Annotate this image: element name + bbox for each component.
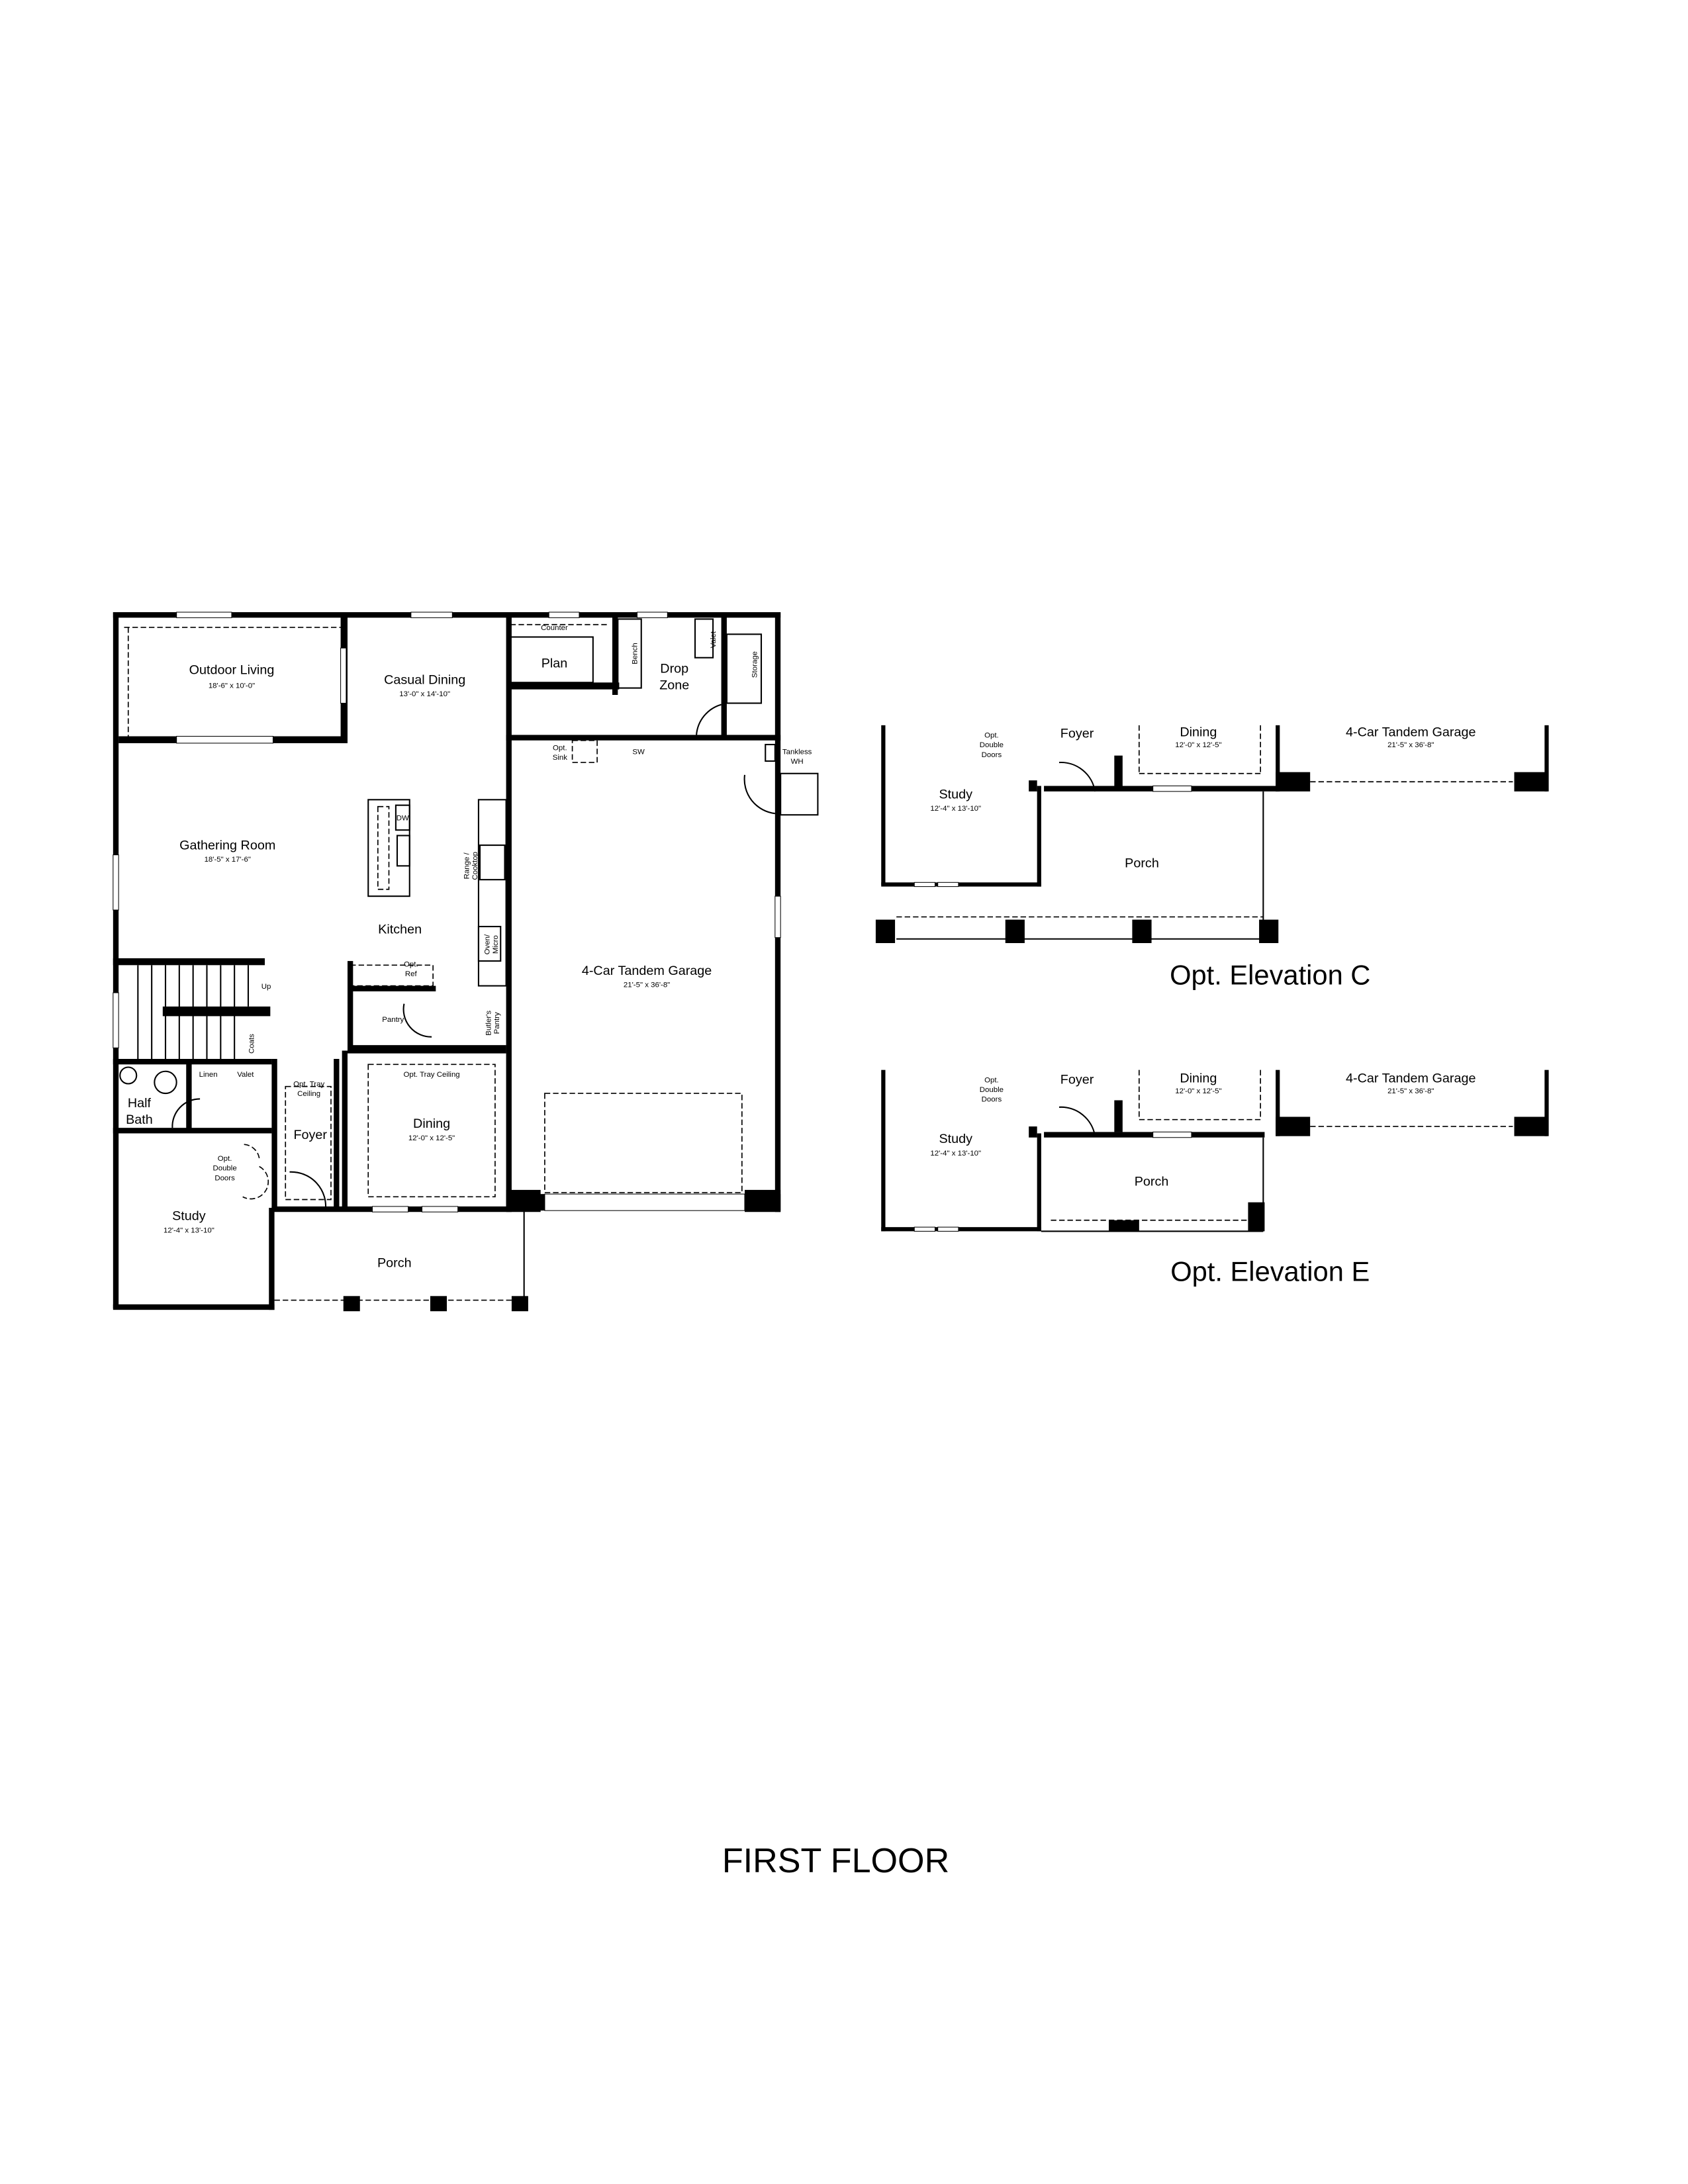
gathering-room-dims: 18'-5" x 17'-6" xyxy=(205,856,251,864)
staircase xyxy=(137,965,271,1059)
kitchen-label: Kitchen xyxy=(378,922,422,936)
elev-c-doors-2: Double xyxy=(980,741,1004,749)
plan-label: Plan xyxy=(541,656,568,670)
valet-drop-label: Valet xyxy=(710,631,718,648)
elev-e-garage-label: 4-Car Tandem Garage xyxy=(1346,1071,1476,1085)
gathering-room-label: Gathering Room xyxy=(179,838,275,852)
storage-label: Storage xyxy=(751,651,759,678)
page-title: FIRST FLOOR xyxy=(722,1842,949,1880)
elev-e-title: Opt. Elevation E xyxy=(1170,1255,1370,1287)
elev-e-dining-dims: 12'-0" x 12'-5" xyxy=(1175,1087,1221,1095)
oven-micro-label-1: Oven/ xyxy=(484,934,492,954)
elev-c-title: Opt. Elevation C xyxy=(1170,960,1370,991)
butlers-pantry-label-1: Butler's xyxy=(485,1011,493,1036)
valet-label: Valet xyxy=(237,1071,254,1079)
dining-tray-label: Opt. Tray Ceiling xyxy=(403,1071,459,1079)
foyer-tray-label-2: Ceiling xyxy=(297,1090,320,1098)
counter-label: Counter xyxy=(541,624,568,632)
elevation-e-plan: Study 12'-4" x 13'-10" Opt. Double Doors… xyxy=(881,1069,1549,1287)
opt-sink-label-2: Sink xyxy=(553,754,568,762)
double-doors-label-2: Double xyxy=(212,1165,236,1173)
elev-c-doors-3: Doors xyxy=(982,751,1002,759)
elev-e-garage-dims: 21'-5" x 36'-8" xyxy=(1387,1087,1434,1095)
elev-c-dining-dims: 12'-0" x 12'-5" xyxy=(1175,741,1221,749)
dining-dims: 12'-0" x 12'-5" xyxy=(408,1134,455,1142)
drop-zone-label-1: Drop xyxy=(660,662,688,676)
double-doors-label-1: Opt. xyxy=(218,1155,232,1163)
opt-ref-label-1: Opt. xyxy=(404,960,418,968)
elev-e-porch-label: Porch xyxy=(1135,1175,1169,1189)
outdoor-living-dims: 18'-6" x 10'-0" xyxy=(209,682,255,690)
pantry-label: Pantry xyxy=(382,1016,404,1024)
opt-sink-label-1: Opt. xyxy=(553,744,567,752)
garage-label: 4-Car Tandem Garage xyxy=(582,964,712,978)
drop-zone-label-2: Zone xyxy=(659,678,689,693)
linen-label: Linen xyxy=(199,1071,218,1079)
study-dims: 12'-4" x 13'-10" xyxy=(164,1227,214,1235)
main-floor-plan: Outdoor Living 18'-6" x 10'-0" Casual Di… xyxy=(113,612,819,1312)
elev-e-doors-3: Doors xyxy=(982,1096,1002,1104)
stairs-up-label: Up xyxy=(261,983,271,991)
elev-e-study-dims: 12'-4" x 13'-10" xyxy=(930,1150,981,1158)
elev-c-garage-label: 4-Car Tandem Garage xyxy=(1346,725,1476,740)
elev-e-dining-label: Dining xyxy=(1180,1071,1217,1085)
garage-dims: 21'-5" x 36'-8" xyxy=(624,981,670,989)
elev-c-foyer-label: Foyer xyxy=(1060,727,1094,741)
half-bath-label-2: Bath xyxy=(126,1113,153,1127)
sw-label: SW xyxy=(632,749,645,756)
tankless-wh-label-2: WH xyxy=(791,758,804,766)
elevation-c-plan: Study 12'-4" x 13'-10" Opt. Double Doors… xyxy=(875,725,1549,991)
elev-c-garage-dims: 21'-5" x 36'-8" xyxy=(1387,741,1434,749)
study-label: Study xyxy=(172,1209,206,1224)
tankless-wh-label-1: Tankless xyxy=(782,749,812,756)
porch-label: Porch xyxy=(377,1256,412,1271)
outdoor-living-label: Outdoor Living xyxy=(189,663,275,678)
dw-label: DW xyxy=(397,815,409,823)
elev-e-study-label: Study xyxy=(939,1132,972,1146)
casual-dining-dims: 13'-0" x 14'-10" xyxy=(399,690,450,698)
bench-label: Bench xyxy=(632,643,639,664)
dining-label: Dining xyxy=(413,1116,450,1131)
elev-c-study-label: Study xyxy=(939,787,972,801)
elev-c-dining-label: Dining xyxy=(1180,725,1217,740)
elev-c-study-dims: 12'-4" x 13'-10" xyxy=(930,805,981,813)
opt-ref-label-2: Ref xyxy=(405,970,418,978)
elev-e-doors-1: Opt. xyxy=(984,1076,999,1084)
oven-micro-label-2: Micro xyxy=(492,935,500,954)
half-bath-label-1: Half xyxy=(128,1096,152,1111)
elev-e-foyer-label: Foyer xyxy=(1060,1072,1094,1087)
foyer-label: Foyer xyxy=(293,1128,327,1142)
elev-c-porch-label: Porch xyxy=(1125,856,1159,870)
range-label-2: Cooktop xyxy=(471,852,479,880)
butlers-pantry-label-2: Pantry xyxy=(493,1012,501,1034)
elev-e-doors-2: Double xyxy=(980,1086,1004,1094)
double-doors-label-3: Doors xyxy=(214,1174,235,1182)
range-label-1: Range / xyxy=(463,852,471,879)
elev-c-doors-1: Opt. xyxy=(984,732,999,740)
coats-label: Coats xyxy=(248,1034,256,1054)
foyer-tray-label-1: Opt. Tray xyxy=(293,1081,324,1089)
casual-dining-label: Casual Dining xyxy=(384,672,465,687)
